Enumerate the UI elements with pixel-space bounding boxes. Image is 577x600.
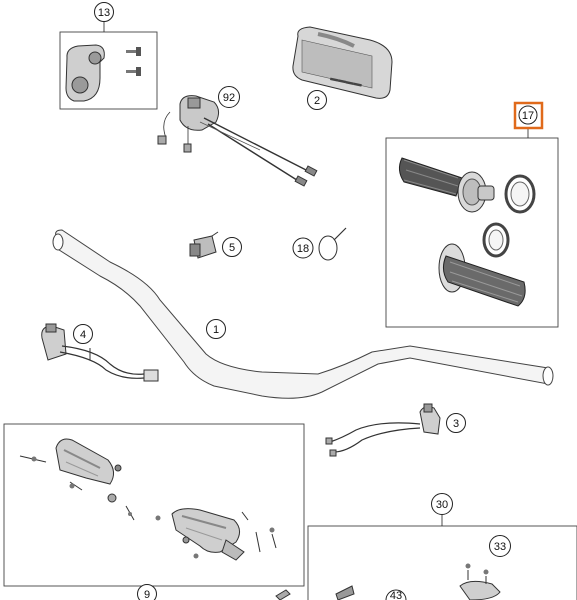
callout-1[interactable]: 1 (206, 319, 226, 339)
callout-33-label: 33 (494, 541, 506, 553)
callout-33[interactable]: 33 (489, 535, 511, 557)
part-group-17 (385, 125, 559, 328)
callout-3-label: 3 (453, 418, 459, 430)
callout-13[interactable]: 13 (94, 2, 114, 22)
callout-partial[interactable]: 43 (385, 589, 407, 600)
grip-right-part (438, 243, 526, 307)
locking-ring-part (504, 174, 536, 214)
callout-13-label: 13 (98, 7, 110, 19)
callout-30[interactable]: 30 (431, 493, 453, 515)
callout-4[interactable]: 4 (73, 324, 93, 344)
callout-18[interactable]: 18 (292, 237, 314, 259)
callout-3[interactable]: 3 (446, 413, 466, 433)
callout-9[interactable]: 9 (137, 584, 157, 600)
callout-1-label: 1 (213, 324, 219, 336)
switch-part-4 (41, 323, 159, 382)
switch-part-3 (325, 403, 441, 457)
locking-ring-part-2 (482, 222, 510, 258)
part-group-13 (59, 22, 158, 110)
callout-5-label: 5 (229, 242, 235, 254)
screw-icon (126, 47, 141, 76)
handguard-right-part (155, 508, 277, 561)
callout-17-label: 17 (522, 110, 534, 122)
callout-92[interactable]: 92 (218, 86, 240, 108)
part-group-9 (3, 423, 305, 592)
callout-partial-label: 43 (390, 590, 402, 600)
callout-2-label: 2 (314, 95, 320, 107)
handguard-left-part (19, 438, 135, 521)
screw-part-bottom (275, 589, 291, 600)
callout-17-highlighted[interactable]: 17 (513, 101, 544, 130)
bar-pad-part: ▬▬▬▬ (292, 26, 393, 99)
callout-2[interactable]: 2 (307, 90, 327, 110)
handlebar-part (52, 229, 554, 399)
grip-left-part (398, 157, 495, 213)
callout-18-label: 18 (297, 243, 309, 255)
part-group-30 (307, 514, 577, 600)
throttle-assembly-part (157, 95, 318, 187)
callout-30-label: 30 (436, 499, 448, 511)
clamp-part-5 (189, 231, 219, 259)
callout-92-label: 92 (223, 92, 235, 104)
callout-5[interactable]: 5 (222, 237, 242, 257)
callout-9-label: 9 (144, 589, 150, 600)
cable-tie-part (318, 227, 347, 261)
callout-4-label: 4 (80, 329, 86, 341)
